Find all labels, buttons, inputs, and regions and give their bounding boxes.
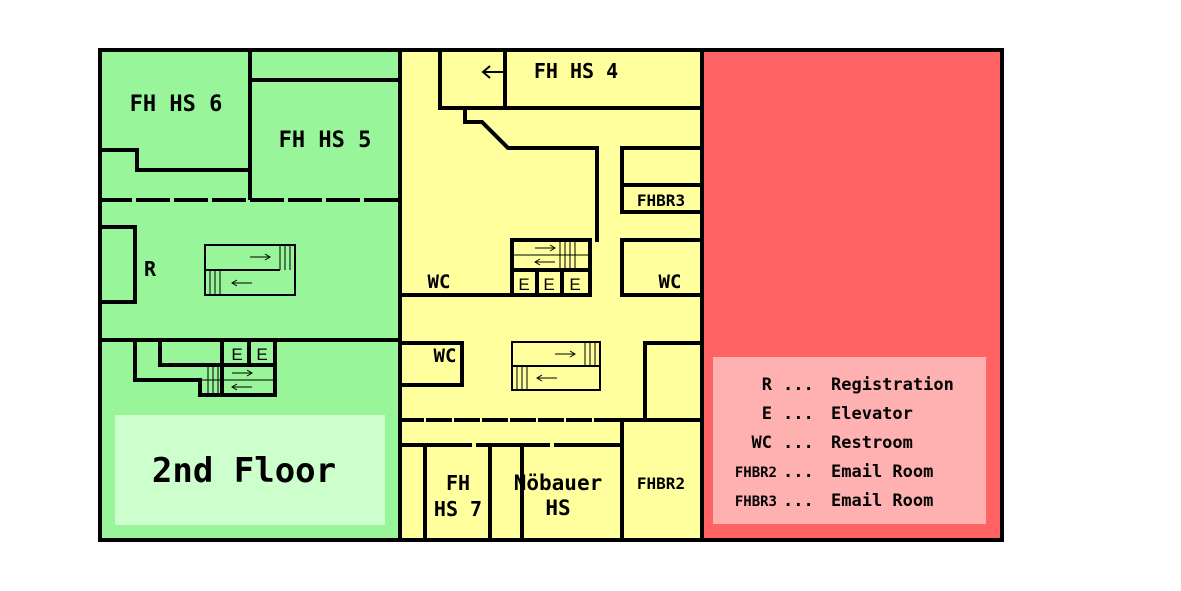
room-wc: WC	[428, 271, 451, 293]
room-fh-hs-7-line2: HS 7	[434, 497, 482, 521]
legend-sep: ...	[783, 433, 814, 453]
room-fh-hs-7-line1: FH	[446, 471, 470, 495]
legend-key: FHBR3	[735, 494, 777, 510]
legend-value: Elevator	[831, 404, 913, 424]
room-noebauer-line2: HS	[545, 496, 570, 520]
legend-sep: ...	[783, 491, 814, 511]
legend-sep: ...	[783, 462, 814, 482]
legend-sep: ...	[783, 375, 814, 395]
room-wc: WC	[434, 345, 457, 367]
floor-label: 2nd Floor	[152, 451, 336, 491]
legend-key: WC	[752, 433, 772, 453]
elevator-label: E	[231, 345, 242, 364]
room-registration: R	[144, 257, 157, 281]
arrow-left-icon	[481, 65, 503, 79]
elevator-label: E	[518, 275, 529, 294]
legend-sep: ...	[783, 404, 814, 424]
walls	[98, 48, 1004, 542]
floor-label-box	[115, 415, 385, 525]
legend-key: E	[762, 404, 772, 424]
elevator-label: E	[543, 275, 554, 294]
legend-value: Email Room	[831, 462, 933, 482]
legend-box	[713, 357, 986, 524]
legend-value: Email Room	[831, 491, 933, 511]
staircase-west-lower	[200, 367, 275, 393]
legend-key: R	[762, 375, 773, 395]
room-fh-hs-5: FH HS 5	[279, 128, 372, 153]
room-fhbr2: FHBR2	[637, 474, 685, 493]
room-fhbr3: FHBR3	[637, 191, 685, 210]
room-fh-hs-6: FH HS 6	[130, 92, 223, 117]
room-noebauer-line1: Nöbauer	[514, 471, 603, 495]
legend: R ... Registration E ... Elevator WC ...…	[735, 375, 954, 511]
elevator-label: E	[256, 345, 267, 364]
legend-key: FHBR2	[735, 465, 777, 481]
staircase-center-upper	[512, 242, 590, 268]
staircase-west	[204, 244, 296, 296]
legend-value: Restroom	[831, 433, 913, 453]
room-fh-hs-4: FH HS 4	[534, 59, 618, 83]
elevator-label: E	[569, 275, 580, 294]
legend-value: Registration	[831, 375, 954, 395]
staircase-center	[511, 341, 601, 391]
room-wc: WC	[659, 271, 682, 293]
